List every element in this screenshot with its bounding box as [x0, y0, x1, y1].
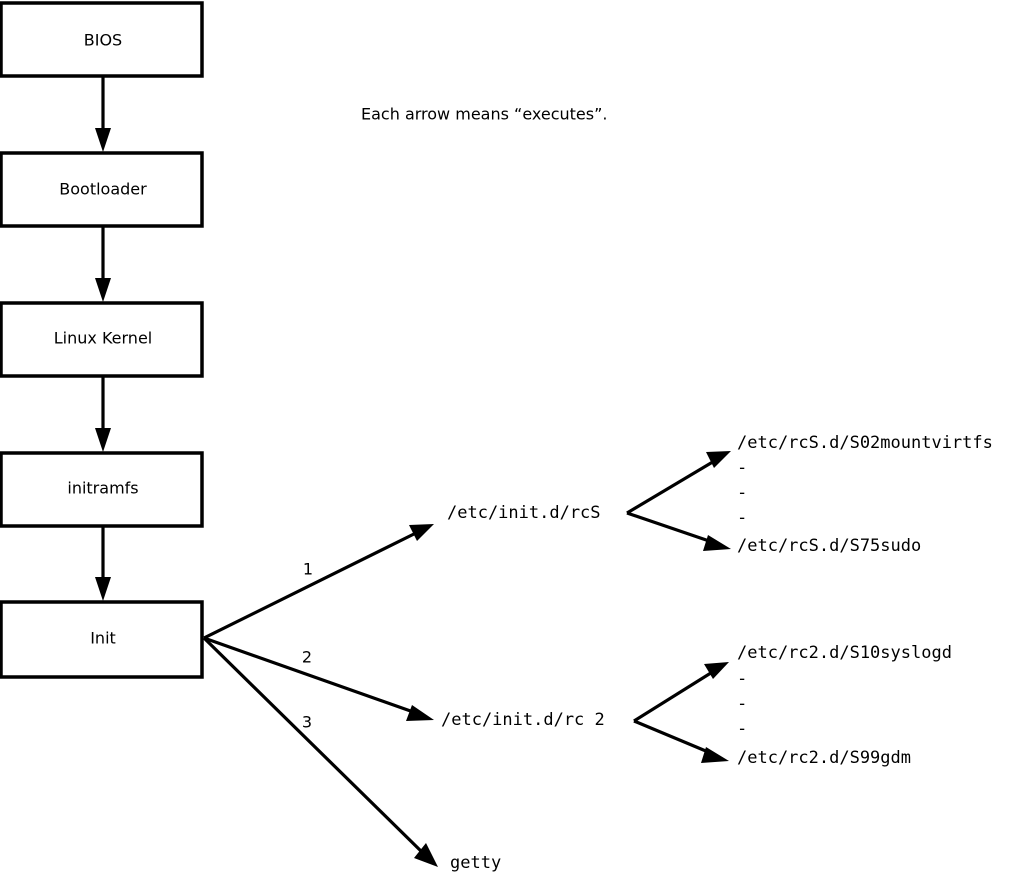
branch-number-3: 3	[302, 713, 312, 732]
node-initramfs-box	[0, 451, 204, 528]
node-linux-kernel: Linux Kernel	[0, 301, 204, 378]
rc2-ellipsis-dash-3: -	[737, 719, 747, 739]
arrow-rc2-to-last-script	[633, 719, 729, 763]
label-etc-initd-rc2: /etc/init.d/rc 2	[441, 710, 605, 730]
node-init-box	[0, 600, 204, 679]
arrow-rcs-to-last-script	[626, 511, 731, 551]
label-etc-initd-rcs: /etc/init.d/rcS	[447, 503, 601, 523]
label-rc2-first-script: /etc/rc2.d/S10syslogd	[737, 643, 952, 663]
node-bios: BIOS	[0, 1, 204, 78]
node-linux-kernel-label: Linux Kernel	[54, 329, 152, 348]
node-initramfs-label: initramfs	[67, 479, 138, 498]
branch-number-1: 1	[303, 560, 313, 579]
node-init-label: Init	[90, 629, 116, 648]
arrow-init-branch-3	[202, 636, 438, 867]
node-bootloader-label: Bootloader	[59, 180, 147, 199]
arrow-rcs-to-first-script	[626, 451, 731, 515]
diagram-caption: Each arrow means “executes”.	[361, 105, 607, 124]
arrow-kernel-to-initramfs	[95, 376, 111, 452]
label-rcs-last-script: /etc/rcS.d/S75sudo	[737, 536, 921, 556]
branch-number-2: 2	[302, 648, 312, 667]
arrow-rc2-to-first-script	[633, 662, 729, 723]
arrow-init-branch-2	[203, 636, 434, 721]
node-bios-box	[0, 1, 204, 78]
arrow-initramfs-to-init	[95, 526, 111, 601]
label-rcs-first-script: /etc/rcS.d/S02mountvirtfs	[737, 433, 993, 453]
rcs-ellipsis-dash-2: -	[737, 483, 747, 503]
rcs-ellipsis-dash-1: -	[737, 458, 747, 478]
arrow-bootloader-to-kernel	[95, 226, 111, 302]
node-bootloader-box	[0, 151, 204, 228]
label-getty: getty	[450, 853, 501, 873]
rc2-ellipsis-dash-1: -	[737, 669, 747, 689]
arrow-init-branch-1	[203, 524, 434, 640]
rcs-ellipsis-dash-3: -	[737, 508, 747, 528]
node-bootloader: Bootloader	[0, 151, 204, 228]
arrow-bios-to-bootloader	[95, 76, 111, 152]
rc2-ellipsis-dash-2: -	[737, 694, 747, 714]
node-initramfs: initramfs	[0, 451, 204, 528]
node-init: Init	[0, 600, 204, 679]
label-rc2-last-script: /etc/rc2.d/S99gdm	[737, 748, 911, 768]
node-bios-label: BIOS	[84, 31, 122, 50]
